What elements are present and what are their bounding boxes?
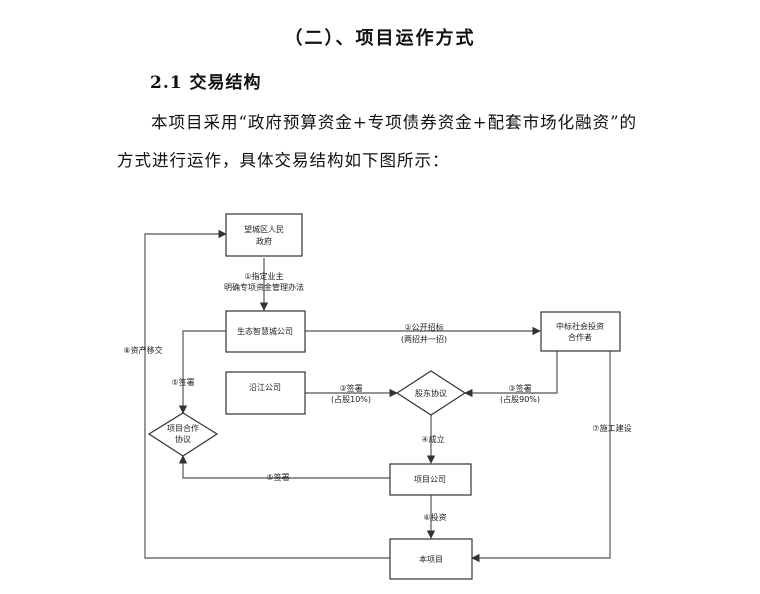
edge-label-1-line-2: 明确专项资金管理办法	[224, 282, 304, 292]
node-project-cooperation-agreement: 项目合作 协议	[147, 412, 219, 457]
edge-label-7: ⑦施工建设	[592, 423, 631, 433]
node-river-company: 沿江公司	[225, 371, 306, 415]
node-project-company: 项目公司	[389, 463, 472, 496]
edge-project-company-to-coop	[178, 455, 390, 479]
edge-label-1-line-1: ①指定业主	[244, 271, 283, 281]
node-owner-label: 生态智慧城公司	[237, 326, 293, 336]
node-river-company-label: 沿江公司	[249, 383, 281, 392]
edge-label-2-line-2: (两招并一招)	[401, 334, 447, 344]
node-project-label: 本项目	[419, 554, 443, 564]
section-heading: （二）、项目运作方式	[284, 28, 476, 49]
edge-label-2-line-1: ②公开招标	[404, 322, 443, 332]
subsection-heading: 2.1 交易结构	[150, 73, 262, 93]
edge-label-3b-line-1: ③签署	[508, 383, 531, 393]
edge-label-3a-line-1: ③签署	[339, 383, 362, 393]
node-government-label-1: 望城区人民	[244, 224, 284, 234]
edge-project-to-gov	[144, 229, 390, 559]
node-coop-label-1: 项目合作	[167, 423, 199, 433]
node-investor: 中标社会投资 合作者	[540, 311, 621, 352]
edge-label-5a: ⑤签署	[171, 377, 194, 387]
edge-investor-to-project	[471, 341, 611, 563]
node-project-company-label: 项目公司	[414, 475, 446, 484]
node-government-label-2: 政府	[256, 236, 272, 246]
node-government: 望城区人民 政府	[225, 213, 303, 257]
edge-label-5b: ⑤签署	[266, 472, 289, 482]
edge-label-8: ⑧资产移交	[123, 345, 162, 355]
edge-owner-to-coop	[178, 330, 226, 414]
edge-label-4: ④成立	[421, 434, 444, 444]
node-owner: 生态智慧城公司	[225, 310, 306, 353]
node-project: 本项目	[389, 538, 473, 580]
node-investor-label-2: 合作者	[568, 332, 592, 342]
edge-label-6: ⑥投资	[423, 512, 446, 522]
edge-label-3b-line-2: (占股90%)	[500, 394, 540, 404]
body-paragraph-line-2: 方式进行运作，具体交易结构如下图所示：	[117, 151, 450, 170]
edge-label-3a-line-2: (占股10%)	[331, 394, 371, 404]
body-paragraph-line-1: 本项目采用“政府预算资金+专项债券资金+配套市场化融资”的	[151, 113, 638, 132]
edge-investor-to-shareholder	[464, 351, 558, 398]
node-investor-label-1: 中标社会投资	[556, 321, 604, 331]
node-shareholder-agreement: 股东协议	[395, 370, 467, 416]
node-shareholder-agreement-label: 股东协议	[415, 388, 447, 398]
node-coop-label-2: 协议	[175, 434, 191, 444]
